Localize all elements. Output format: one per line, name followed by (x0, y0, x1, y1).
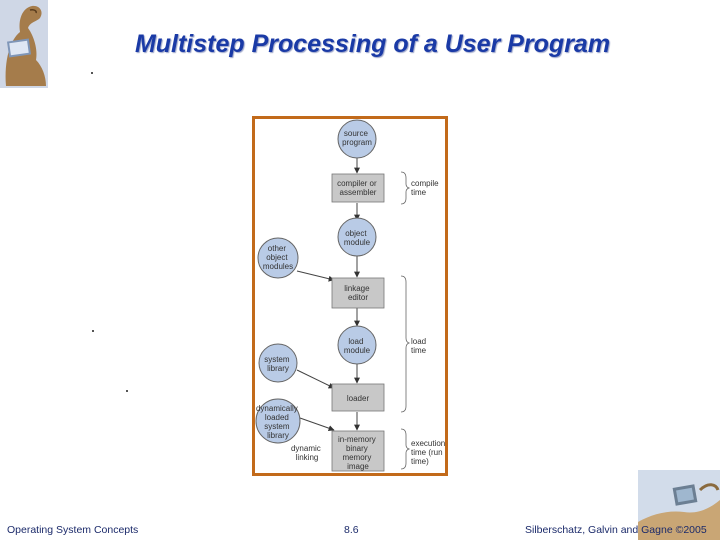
label-line: load (411, 337, 426, 346)
node-load-module: load module (337, 325, 377, 365)
node-object-module: object module (337, 217, 377, 257)
node-label-line: other (268, 244, 287, 253)
node-system-library: system library (258, 343, 298, 383)
node-label-line: object (266, 253, 288, 262)
node-label-line: source (344, 129, 369, 138)
label-execution-time: execution time (run time) (411, 439, 447, 466)
slide-title: Multistep Processing of a User Program (134, 30, 611, 58)
bullet-dot (126, 390, 128, 392)
svg-text:system library: system library (264, 355, 292, 373)
svg-text:object module: object module (344, 229, 371, 247)
svg-text:other object modul: other object modules (263, 244, 293, 271)
label-line: linking (296, 453, 319, 462)
bullet-dot (91, 72, 93, 74)
node-label-line: linkage (344, 284, 370, 293)
node-source-program: source program (337, 119, 377, 159)
footer-book-title: Operating System Concepts (7, 524, 139, 536)
flow-arrows (296, 156, 360, 432)
node-label-line: modules (263, 262, 293, 271)
node-label-line: dynamically (256, 404, 298, 413)
node-label-line: binary (346, 444, 368, 453)
label-line: time (run (411, 448, 443, 457)
node-in-memory-image: in-memory binary memory image (331, 430, 385, 472)
label-line: time (411, 346, 427, 355)
footer-slide-number: 8.6 (344, 524, 359, 536)
node-label-line: system (264, 422, 290, 431)
node-label-line: image (347, 462, 369, 471)
node-other-object-modules: other object modules (257, 237, 299, 279)
node-label-line: loaded (265, 413, 289, 422)
node-label-line: object (345, 229, 367, 238)
svg-text:loader: loader (347, 394, 370, 403)
node-label-line: module (344, 346, 371, 355)
label-dynamic-linking: dynamic linking (291, 444, 323, 462)
label-line: time) (411, 457, 429, 466)
svg-text:in-memory binary m: in-memory binary memory image (338, 435, 378, 471)
time-brackets (400, 171, 411, 470)
label-line: time (411, 188, 427, 197)
svg-text:linkage editor: linkage editor (344, 284, 372, 302)
node-label-line: memory (342, 453, 371, 462)
bullet-dot (92, 330, 94, 332)
svg-text:dynamically loaded: dynamically loaded system library (256, 404, 300, 440)
node-label-line: loader (347, 394, 370, 403)
label-line: compile (411, 179, 439, 188)
program-processing-diagram: source program object module other objec… (252, 116, 448, 476)
footer-copyright: Silberschatz, Galvin and Gagne ©2005 (525, 524, 707, 536)
node-loader: loader (331, 383, 385, 412)
label-compile-time: compile time (411, 179, 441, 197)
svg-text:compiler or assembler: compiler or assembler (337, 179, 379, 197)
svg-text:source program: source program (342, 129, 372, 147)
node-linkage-editor: linkage editor (331, 277, 385, 309)
node-label-line: module (344, 238, 371, 247)
node-label-line: library (267, 364, 289, 373)
node-label-line: program (342, 138, 372, 147)
svg-text:load module: load module (344, 337, 371, 355)
label-load-time: load time (411, 337, 428, 355)
node-label-line: load (348, 337, 363, 346)
node-label-line: library (267, 431, 289, 440)
node-compiler: compiler or assembler (331, 173, 385, 203)
node-dynamically-loaded-library: dynamically loaded system library (255, 398, 301, 444)
dinosaur-logo-bottom-right (638, 470, 720, 540)
label-line: execution (411, 439, 445, 448)
label-line: dynamic (291, 444, 321, 453)
node-label-line: editor (348, 293, 368, 302)
node-label-line: system (264, 355, 290, 364)
dinosaur-logo-top-left (0, 0, 48, 88)
node-label-line: assembler (340, 188, 377, 197)
node-label-line: in-memory (338, 435, 376, 444)
node-label-line: compiler or (337, 179, 377, 188)
